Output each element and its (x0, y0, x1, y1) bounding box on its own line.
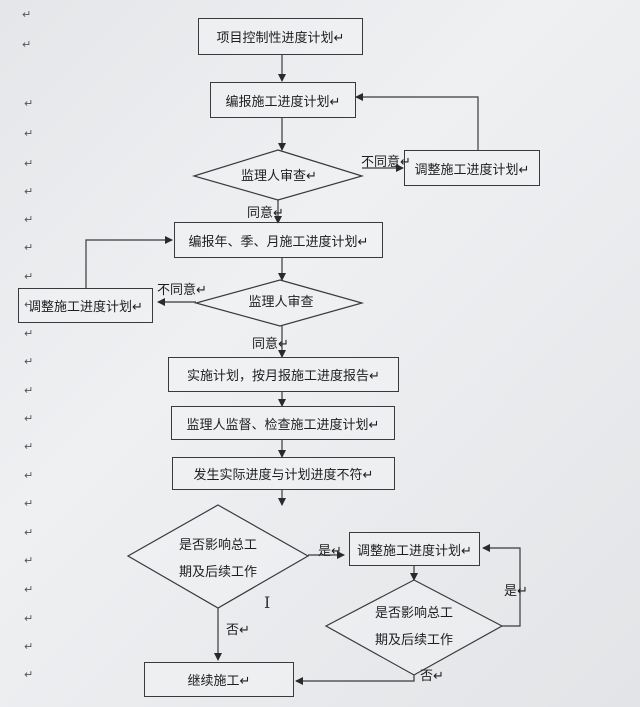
decision-review2-label: 监理人审查 (248, 295, 314, 310)
paragraph-mark: ↵ (24, 583, 34, 596)
paragraph-mark: ↵ (24, 668, 34, 681)
node-compile-periodic-plan: 编报年、季、月施工进度计划↵ (174, 222, 383, 258)
paragraph-mark: ↵ (24, 526, 34, 539)
paragraph-mark: ↵ (24, 355, 34, 368)
decision-impact1-line2: 期及后续工作 (178, 565, 257, 580)
decision-impact2 (324, 579, 504, 676)
paragraph-mark: ↵ (24, 554, 34, 567)
paragraph-mark: ↵ (24, 640, 34, 653)
paragraph-mark: ↵ (24, 185, 34, 198)
edge-adjust2-back (85, 236, 173, 288)
decision-impact1 (126, 504, 310, 609)
edge-label-agree-1: 同意↵ (247, 206, 284, 221)
node-implement-plan: 实施计划，按月报施工进度报告↵ (168, 357, 399, 392)
decision-review1-label: 监理人审查↵ (241, 169, 317, 184)
edge-label-agree-2: 同意↵ (252, 337, 289, 352)
node-continue-construction: 继续施工↵ (144, 662, 294, 697)
paragraph-mark: ↵ (24, 97, 34, 110)
edge-label-yes-2: 是↵ (504, 584, 528, 599)
decision-review2 (193, 279, 365, 327)
paragraph-mark: ↵ (24, 612, 34, 625)
edge-decision2-no (295, 675, 415, 685)
edge-label-disagree-2: 不同意↵ (157, 283, 207, 298)
text-cursor-icon: I (264, 593, 271, 612)
paragraph-mark: ↵ (24, 157, 34, 170)
edge-label-disagree-1: 不同意↵ (361, 155, 411, 170)
edge-label-no-1: 否↵ (226, 623, 250, 638)
node-compile-plan: 编报施工进度计划↵ (210, 82, 356, 118)
paragraph-mark: ↵ (24, 440, 34, 453)
paragraph-mark: ↵ (24, 412, 34, 425)
edge-decision2-yes-loop (482, 544, 521, 627)
edge-label-yes-1: 是↵ (318, 544, 342, 559)
paragraph-mark: ↵ (22, 8, 32, 21)
decision-impact2-line1: 是否影响总工 (374, 606, 453, 621)
paragraph-mark: ↵ (24, 327, 34, 340)
node-deviation: 发生实际进度与计划进度不符↵ (172, 457, 395, 490)
paragraph-mark: ↵ (24, 469, 34, 482)
paragraph-mark: ↵ (24, 127, 34, 140)
node-adjust-plan-3: 调整施工进度计划↵ (349, 532, 480, 566)
paragraph-mark: ↵ (24, 213, 34, 226)
paragraph-mark: ↵ (24, 241, 34, 254)
paragraph-mark: ↵ (24, 497, 34, 510)
paragraph-mark: ↵ (24, 384, 34, 397)
edge-adjust1-back (355, 93, 479, 150)
node-adjust-plan-2: 调整施工进度计划↵ (18, 288, 153, 323)
node-project-control-plan: 项目控制性进度计划↵ (198, 18, 363, 55)
node-adjust-plan-1: 调整施工进度计划↵ (404, 150, 540, 186)
paragraph-mark: ↵ (22, 38, 32, 51)
paragraph-mark: ↵ (24, 298, 34, 311)
edge-label-no-2: 否↵ (420, 669, 444, 684)
paragraph-mark: ↵ (24, 270, 34, 283)
node-supervise-plan: 监理人监督、检查施工进度计划↵ (171, 406, 395, 440)
decision-review1 (191, 149, 365, 201)
decision-impact1-line1: 是否影响总工 (178, 538, 257, 553)
decision-impact2-line2: 期及后续工作 (374, 633, 453, 648)
